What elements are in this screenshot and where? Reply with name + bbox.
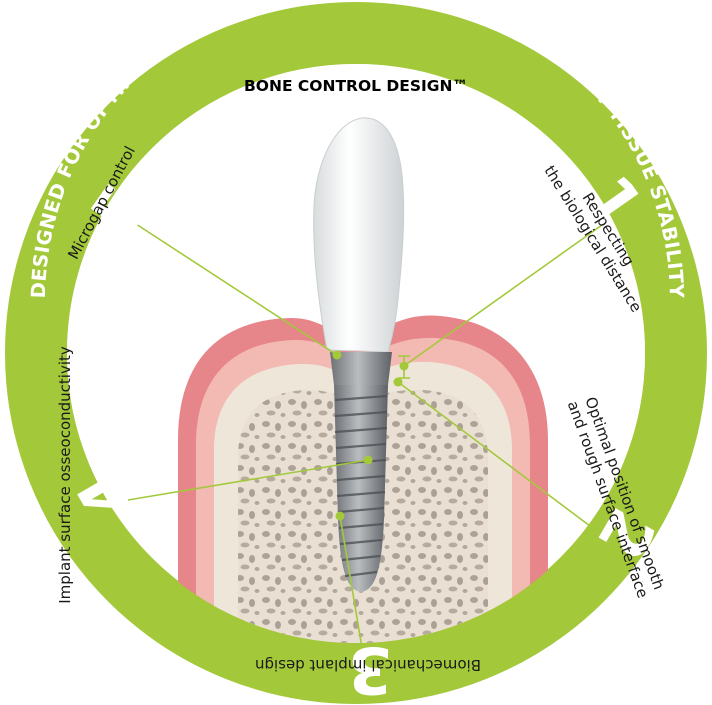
feature-label-4: Implant surface osseoconductivity — [56, 346, 74, 604]
svg-text:Implant surface osseoconductiv: Implant surface osseoconductivity — [56, 346, 74, 604]
diagram-title: BONE CONTROL DESIGN™ — [244, 77, 468, 95]
svg-text:Biomechanical implant design: Biomechanical implant design — [255, 656, 481, 674]
crown — [314, 118, 404, 352]
feature-label-3: Biomechanical implant design — [255, 656, 481, 674]
